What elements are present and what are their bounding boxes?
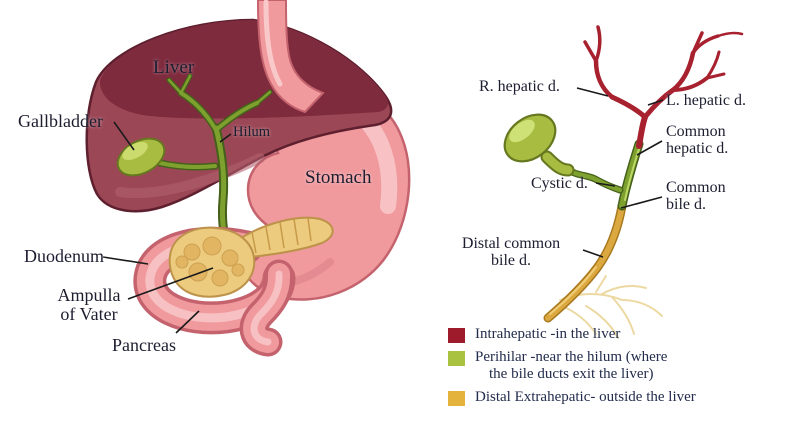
label-common-bile-line2: bile d. [666,196,706,214]
label-common-hepatic-line1: Common [666,123,726,140]
legend-swatch-intrahepatic [448,328,465,343]
legend-item-intrahepatic: Intrahepatic -in the liver [448,326,696,343]
left-hepatic-branch-left [214,101,259,132]
legend-label-distal-extrahepatic: Distal Extrahepatic- outside the liver [475,389,696,405]
perihilar-ducts [562,139,644,211]
label-ampulla-line2: of Vater [60,304,118,325]
label-common-hepatic-duct: Common hepatic d. [666,123,728,158]
gallbladder-leader [113,121,135,151]
label-common-hepatic-line2: hepatic d. [666,140,729,158]
pancreas-lobules [175,236,245,287]
esophagus-tube [256,0,325,114]
liver-top-lobe [99,20,388,119]
label-ampulla-line1: Ampulla [57,285,121,305]
label-duodenum: Duodenum [24,246,104,266]
liver-lower-sheen [115,153,265,199]
label-liver: Liver [153,57,195,78]
label-pancreas: Pancreas [112,335,176,355]
pancreas-shape [168,216,334,298]
legend-label-intrahepatic: Intrahepatic -in the liver [475,326,621,342]
common-hepatic-duct-shape [619,141,642,209]
color-legend: Intrahepatic -in the liver Perihilar -ne… [448,326,696,406]
legend-swatch-distal-extrahepatic [448,391,465,406]
cystic-duct-left [158,161,217,169]
label-common-bile-duct: Common bile d. [666,179,726,214]
label-distal-line2: bile d. [491,252,531,270]
duodenum-leader [102,256,149,265]
right-hepatic-duct-shape [609,94,648,120]
label-distal-line1: Distal common [461,235,561,252]
legend-swatch-perihilar [448,351,465,366]
label-cystic-duct: Cystic d. [531,175,588,192]
leader-lines-right [576,87,664,258]
distal-leader [582,249,604,258]
label-ampulla-of-vater: Ampulla of Vater [40,285,138,325]
leader-lines-left [102,121,232,334]
esophagus-shape [256,0,325,114]
l-hepatic-leader [647,99,664,106]
label-r-hepatic-duct: R. hepatic d. [479,78,560,95]
label-hilum: Hilum [233,124,271,140]
gallbladder-right-highlight [509,119,535,143]
gallbladder-left-highlight [122,141,148,161]
ampulla-leader [127,267,214,300]
common-hepatic-leader [636,140,663,156]
common-bile-leader [620,196,663,209]
label-common-bile-line1: Common [666,179,726,196]
cystic-duct-shape [563,165,623,193]
pancreas-tail-stripes [251,217,312,254]
intrahepatic-ducts [583,25,744,149]
label-distal-common-bile-duct: Distal common bile d. [442,235,580,270]
legend-label-perihilar-line1: Perihilar -near the hilum (where [475,349,668,365]
gallbladder-right-shape [503,113,575,177]
cystic-leader [595,182,616,187]
legend-item-perihilar: Perihilar -near the hilum (where the bil… [448,349,696,383]
label-l-hepatic-duct: L. hepatic d. [666,92,746,109]
hilum-leader [219,133,232,143]
jejunum-tube [239,259,294,357]
esophagus-highlight [263,0,283,87]
legend-label-perihilar-line2: the bile ducts exit the liver) [489,366,654,382]
distal-bile-duct [543,201,627,323]
r-hepatic-leader [576,87,609,97]
label-stomach: Stomach [305,167,372,188]
label-gallbladder: Gallbladder [18,111,103,131]
right-hepatic-branch-left [179,91,218,132]
gallbladder-left-shape [116,137,166,177]
pancreas-leader [175,310,200,334]
legend-item-distal-extrahepatic: Distal Extrahepatic- outside the liver [448,389,696,406]
